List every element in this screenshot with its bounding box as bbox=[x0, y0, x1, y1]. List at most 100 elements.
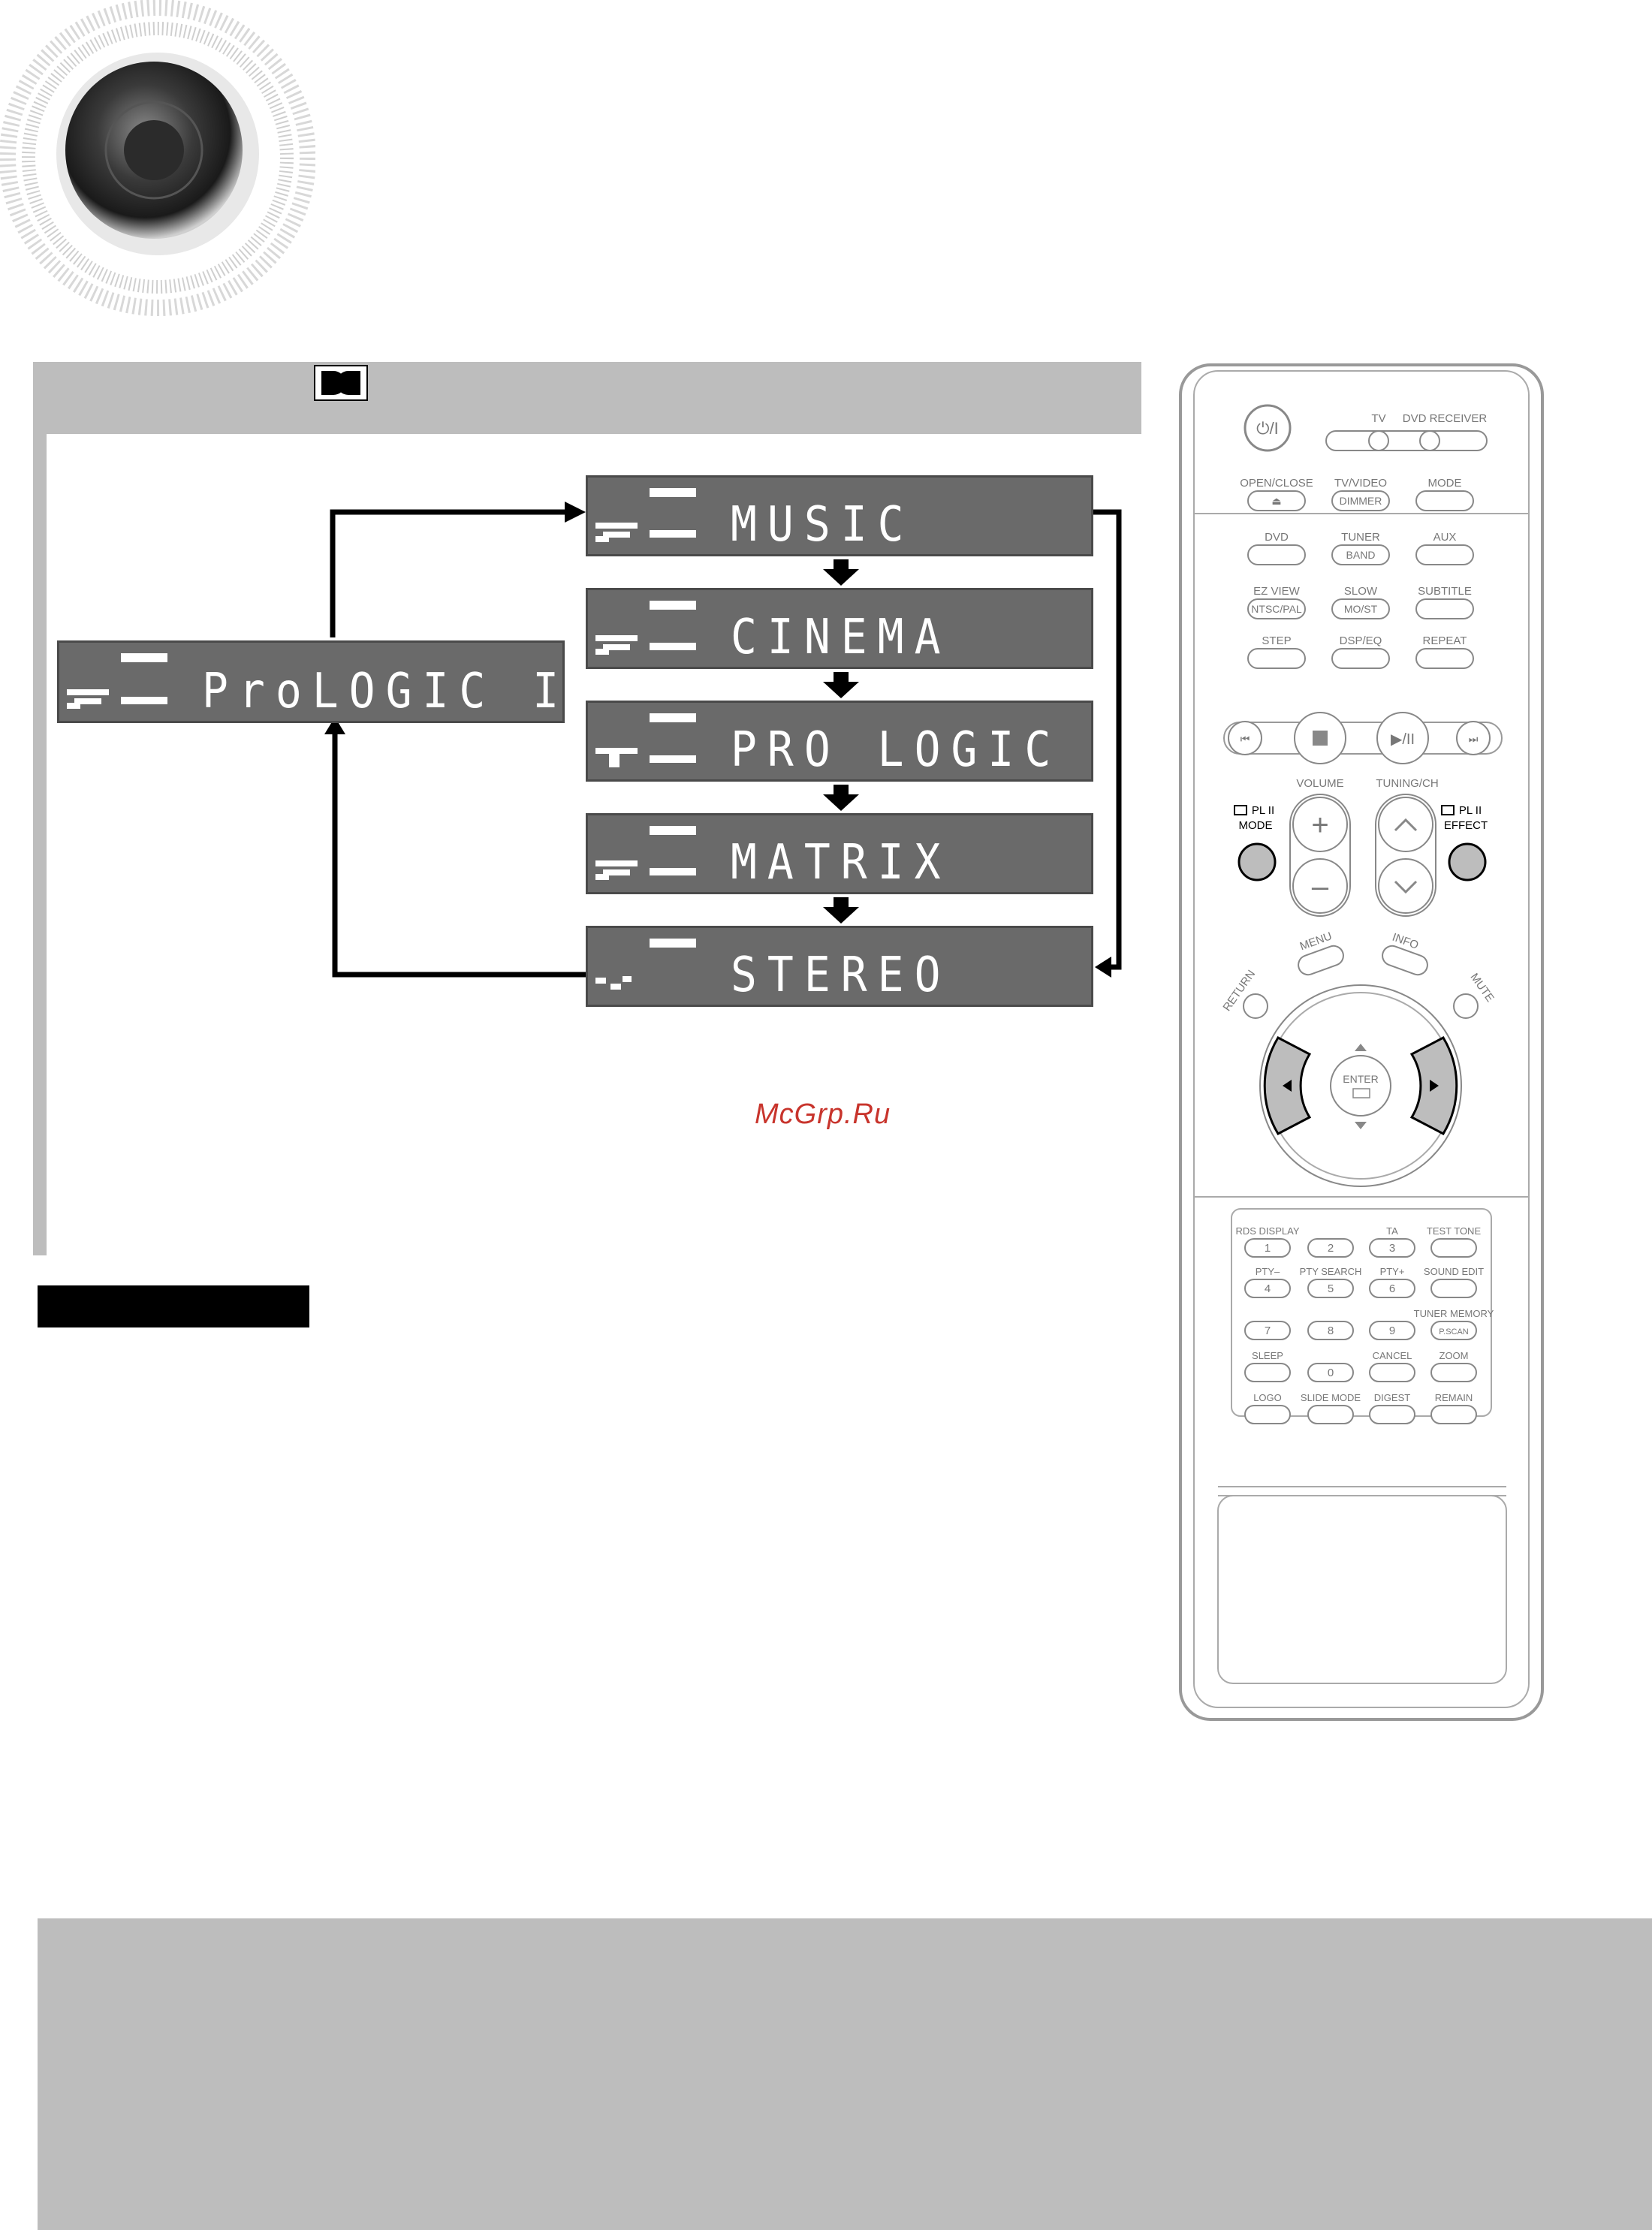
svg-text:DVD: DVD bbox=[1265, 531, 1289, 544]
svg-text:BAND: BAND bbox=[1346, 549, 1376, 561]
numpad-button[interactable]: DIGEST bbox=[1369, 1392, 1415, 1424]
svg-text:3: 3 bbox=[1389, 1242, 1395, 1255]
display-prologic-ii: ProLOGIC II bbox=[57, 640, 565, 723]
svg-text:–: – bbox=[1312, 870, 1329, 903]
tv-mode-button[interactable] bbox=[1368, 430, 1389, 451]
display-matrix: MATRIX bbox=[586, 813, 1093, 894]
svg-text:DSP/EQ: DSP/EQ bbox=[1340, 634, 1382, 647]
mute-button[interactable] bbox=[1453, 993, 1479, 1019]
remote-button-tuner[interactable]: TUNER BAND bbox=[1331, 531, 1390, 565]
svg-text:⏭: ⏭ bbox=[1469, 733, 1479, 745]
frame-strip bbox=[33, 434, 47, 1255]
numpad-button[interactable]: SOUND EDIT bbox=[1424, 1266, 1484, 1298]
power-button[interactable]: ⏻/I bbox=[1244, 404, 1292, 452]
svg-text:SLOW: SLOW bbox=[1344, 585, 1378, 598]
info-button[interactable] bbox=[1379, 943, 1430, 978]
svg-text:MODE: MODE bbox=[1428, 477, 1462, 490]
numpad-button[interactable]: TEST TONE bbox=[1427, 1225, 1482, 1258]
remote-button-step[interactable]: STEP bbox=[1247, 634, 1306, 669]
numpad-button[interactable]: 9 bbox=[1369, 1321, 1415, 1340]
remote-button-subtitle[interactable]: SUBTITLE bbox=[1415, 585, 1474, 619]
pl2-effect-button[interactable]: PL II EFFECT bbox=[1441, 804, 1488, 881]
svg-text:TV: TV bbox=[1371, 412, 1385, 425]
svg-text:PTY–: PTY– bbox=[1256, 1266, 1280, 1277]
svg-text:1: 1 bbox=[1265, 1242, 1271, 1255]
svg-text:SUBTITLE: SUBTITLE bbox=[1418, 585, 1472, 598]
svg-text:SOUND EDIT: SOUND EDIT bbox=[1424, 1266, 1484, 1277]
remote-control: ⏻/I TV DVD RECEIVER OPEN/CLOSE ⏏ TV/VIDEO D… bbox=[1179, 363, 1544, 1721]
navigation-pad[interactable]: ENTER bbox=[1259, 984, 1462, 1187]
numpad-button[interactable]: PTY– 4 bbox=[1244, 1266, 1291, 1298]
numpad-button[interactable]: ZOOM bbox=[1430, 1350, 1477, 1382]
svg-text:EFFECT: EFFECT bbox=[1444, 819, 1488, 832]
remote-button-dvd[interactable]: DVD bbox=[1247, 531, 1306, 565]
svg-text:TA: TA bbox=[1386, 1225, 1398, 1237]
return-button[interactable] bbox=[1243, 993, 1268, 1019]
svg-text:DIMMER: DIMMER bbox=[1340, 495, 1382, 507]
numpad-button[interactable]: TA 3 bbox=[1369, 1225, 1415, 1258]
svg-text:OPEN/CLOSE: OPEN/CLOSE bbox=[1240, 477, 1313, 490]
svg-text:TUNER: TUNER bbox=[1341, 531, 1380, 544]
svg-text:P.SCAN: P.SCAN bbox=[1439, 1327, 1469, 1336]
remote-button-slow[interactable]: SLOW MO/ST bbox=[1331, 585, 1390, 619]
pl2-mode-button[interactable]: PL II MODE bbox=[1234, 804, 1277, 881]
transport-buttons[interactable]: ⏮ ▶/II ⏭ bbox=[1223, 712, 1503, 764]
svg-text:MO/ST: MO/ST bbox=[1344, 603, 1378, 615]
display-cinema: CINEMA bbox=[586, 588, 1093, 669]
dvd-receiver-mode-button[interactable] bbox=[1419, 430, 1440, 451]
numpad-button[interactable]: REMAIN bbox=[1430, 1392, 1477, 1424]
svg-text:⏻/I: ⏻/I bbox=[1256, 419, 1279, 438]
remote-button-tv-video[interactable]: TV/VIDEO DIMMER bbox=[1331, 477, 1390, 511]
remote-button-dsp-eq[interactable]: DSP/EQ bbox=[1331, 634, 1390, 669]
svg-text:8: 8 bbox=[1328, 1324, 1334, 1337]
menu-button[interactable] bbox=[1295, 943, 1346, 978]
svg-text:RDS DISPLAY: RDS DISPLAY bbox=[1235, 1225, 1299, 1237]
svg-text:LOGO: LOGO bbox=[1253, 1392, 1282, 1403]
numpad-button[interactable]: CANCEL bbox=[1369, 1350, 1415, 1382]
remote-button-open-close[interactable]: OPEN/CLOSE ⏏ bbox=[1240, 477, 1313, 511]
svg-text:AUX: AUX bbox=[1433, 531, 1457, 544]
display-pro-logic: PRO LOGIC bbox=[586, 701, 1093, 782]
svg-text:DIGEST: DIGEST bbox=[1374, 1392, 1410, 1403]
remote-button-aux[interactable]: AUX bbox=[1415, 531, 1474, 565]
numpad-button[interactable]: TUNER MEMORY P.SCAN bbox=[1414, 1308, 1494, 1340]
svg-text:TUNER MEMORY: TUNER MEMORY bbox=[1414, 1308, 1494, 1319]
svg-text:⏏: ⏏ bbox=[1271, 495, 1281, 507]
remote-button-mode[interactable]: MODE bbox=[1415, 477, 1474, 511]
display-text: PRO LOGIC bbox=[731, 721, 1062, 778]
numpad-button[interactable]: LOGO bbox=[1244, 1392, 1291, 1424]
numpad-button[interactable]: 2 bbox=[1307, 1238, 1354, 1258]
frame-strip bbox=[1128, 362, 1141, 434]
svg-text:TV/VIDEO: TV/VIDEO bbox=[1334, 477, 1387, 490]
svg-text:PL II: PL II bbox=[1459, 804, 1482, 817]
svg-text:⏮: ⏮ bbox=[1241, 733, 1250, 745]
svg-text:TEST TONE: TEST TONE bbox=[1427, 1225, 1482, 1237]
svg-text:7: 7 bbox=[1265, 1324, 1271, 1337]
svg-text:ENTER: ENTER bbox=[1343, 1073, 1378, 1085]
svg-text:DVD RECEIVER: DVD RECEIVER bbox=[1403, 412, 1488, 425]
display-text: CINEMA bbox=[731, 608, 951, 665]
svg-text:NTSC/PAL: NTSC/PAL bbox=[1251, 603, 1302, 615]
mode-cycle-arrows bbox=[324, 502, 1122, 978]
svg-text:REMAIN: REMAIN bbox=[1435, 1392, 1473, 1403]
remote-button-repeat[interactable]: REPEAT bbox=[1415, 634, 1474, 669]
numpad-button[interactable]: 7 bbox=[1244, 1321, 1291, 1340]
section-header-band bbox=[33, 362, 1141, 434]
svg-text:TUNING/CH: TUNING/CH bbox=[1376, 777, 1438, 790]
numpad-button[interactable]: RDS DISPLAY 1 bbox=[1235, 1225, 1300, 1258]
numpad-button[interactable]: SLEEP bbox=[1244, 1350, 1291, 1382]
display-text: STEREO bbox=[731, 946, 951, 1003]
svg-text:PL II: PL II bbox=[1252, 804, 1274, 817]
display-text: MATRIX bbox=[731, 833, 951, 890]
numpad-button[interactable]: 8 bbox=[1307, 1321, 1354, 1340]
svg-text:PTY+: PTY+ bbox=[1380, 1266, 1405, 1277]
numpad-button[interactable]: SLIDE MODE bbox=[1301, 1392, 1361, 1424]
svg-text:4: 4 bbox=[1265, 1282, 1271, 1295]
numpad-button[interactable]: 0 bbox=[1307, 1363, 1354, 1382]
svg-text:▶/II: ▶/II bbox=[1391, 731, 1415, 748]
numpad-button[interactable]: PTY+6 bbox=[1369, 1266, 1415, 1298]
display-text: MUSIC bbox=[731, 496, 915, 553]
svg-text:+: + bbox=[1311, 809, 1328, 842]
